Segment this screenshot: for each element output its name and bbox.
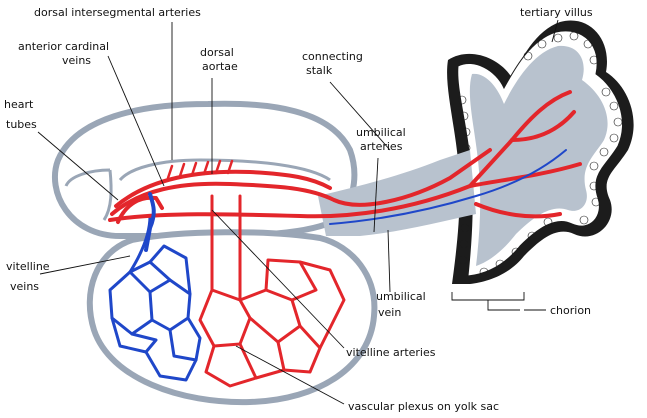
dorsal-aortae bbox=[110, 148, 492, 216]
label-tertiary-villus: tertiary villus bbox=[520, 6, 593, 19]
amnion-outline bbox=[64, 168, 113, 221]
label-vitelline-veins-line2: veins bbox=[10, 280, 39, 293]
label-anterior-cardinal-veins-line1: anterior cardinal bbox=[18, 40, 109, 53]
label-chorion: chorion bbox=[550, 304, 591, 317]
chorion-villus-group bbox=[447, 20, 634, 284]
label-anterior-cardinal-veins-line2: veins bbox=[62, 54, 91, 67]
label-umbilical-arteries-line1: umbilical bbox=[356, 126, 406, 139]
label-connecting-stalk-line1: connecting bbox=[302, 50, 363, 63]
dorsal-intersegmental-arteries bbox=[166, 159, 234, 180]
label-dorsal-intersegmental-arteries: dorsal intersegmental arteries bbox=[34, 6, 201, 19]
label-umbilical-arteries-line2: arteries bbox=[360, 140, 403, 153]
chorion-bracket bbox=[451, 292, 525, 311]
label-umbilical-vein-line1: umbilical bbox=[376, 290, 426, 303]
label-connecting-stalk-line2: stalk bbox=[306, 64, 333, 77]
umbilical-vein-vessel bbox=[329, 149, 567, 225]
umbilical-artery-vessels bbox=[108, 90, 582, 222]
label-umbilical-vein-line2: vein bbox=[378, 306, 401, 319]
vitelline-arterial-plexus bbox=[198, 194, 346, 388]
label-dorsal-aortae-line1: dorsal bbox=[200, 46, 234, 59]
label-heart-tubes-line1: heart bbox=[4, 98, 34, 111]
label-heart-tubes-line2: tubes bbox=[6, 118, 37, 131]
label-dorsal-aortae-line2: aortae bbox=[202, 60, 238, 73]
yolk-sac-outline bbox=[86, 229, 378, 406]
vitelline-venous-plexus bbox=[108, 214, 202, 382]
leader-lines bbox=[37, 19, 559, 405]
embryo-neural-tube bbox=[118, 158, 331, 182]
label-vascular-plexus-on-yolk-sac: vascular plexus on yolk sac bbox=[348, 400, 499, 413]
label-vitelline-veins-line1: vitelline bbox=[6, 260, 50, 273]
villus-mesenchyme bbox=[469, 45, 608, 266]
heart-tube-vessels bbox=[116, 192, 164, 252]
label-vitelline-arteries: vitelline arteries bbox=[346, 346, 436, 359]
